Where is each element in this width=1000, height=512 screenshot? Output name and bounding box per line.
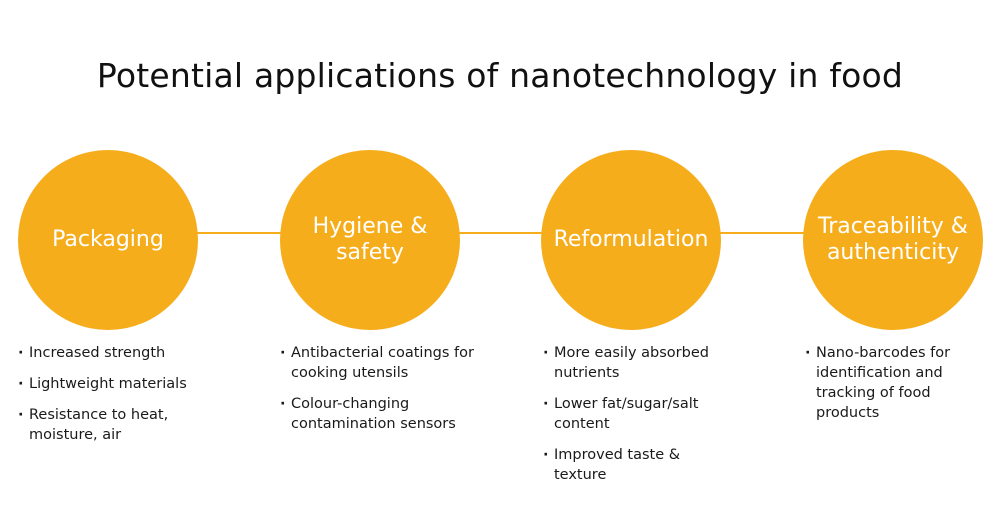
stage-circle-packaging: Packaging	[18, 150, 198, 330]
stage-label-line-2: safety	[336, 240, 404, 265]
bullet-item: More easily absorbed nutrients	[543, 343, 729, 383]
stage-circle-hygiene-safety: Hygiene & safety	[280, 150, 460, 330]
bullet-item: Resistance to heat, moisture, air	[18, 405, 194, 445]
stage-bullets-hygiene-safety: Antibacterial coatings for cooking utens…	[280, 343, 480, 445]
bullet-item: Colour-changing contamination sensors	[280, 394, 480, 434]
bullet-item: Increased strength	[18, 343, 208, 363]
diagram-title: Potential applications of nanotechnology…	[96, 56, 904, 95]
stage-bullets-packaging: Increased strength Lightweight materials…	[18, 343, 208, 456]
bullet-item: Lower fat/sugar/salt content	[543, 394, 719, 434]
stage-label-line-2: authenticity	[826, 240, 960, 265]
stage-circle-traceability-authenticity: Traceability & authenticity	[803, 150, 983, 330]
stage-label: Packaging	[52, 226, 164, 252]
stage-circle-reformulation: Reformulation	[541, 150, 721, 330]
bullet-item: Lightweight materials	[18, 374, 208, 394]
bullet-item: Improved taste & texture	[543, 445, 704, 485]
bullet-item: Antibacterial coatings for cooking utens…	[280, 343, 480, 383]
stage-bullets-reformulation: More easily absorbed nutrients Lower fat…	[543, 343, 728, 496]
stage-label-line-1: Traceability &	[818, 213, 968, 239]
stage-label-line-1: Hygiene &	[312, 213, 428, 239]
connector-line	[100, 232, 892, 234]
stage-bullets-traceability-authenticity: Nano-barcodes for identification and tra…	[805, 343, 965, 434]
bullet-item: Nano-barcodes for identification and tra…	[805, 343, 966, 423]
stage-label: Reformulation	[553, 226, 709, 252]
